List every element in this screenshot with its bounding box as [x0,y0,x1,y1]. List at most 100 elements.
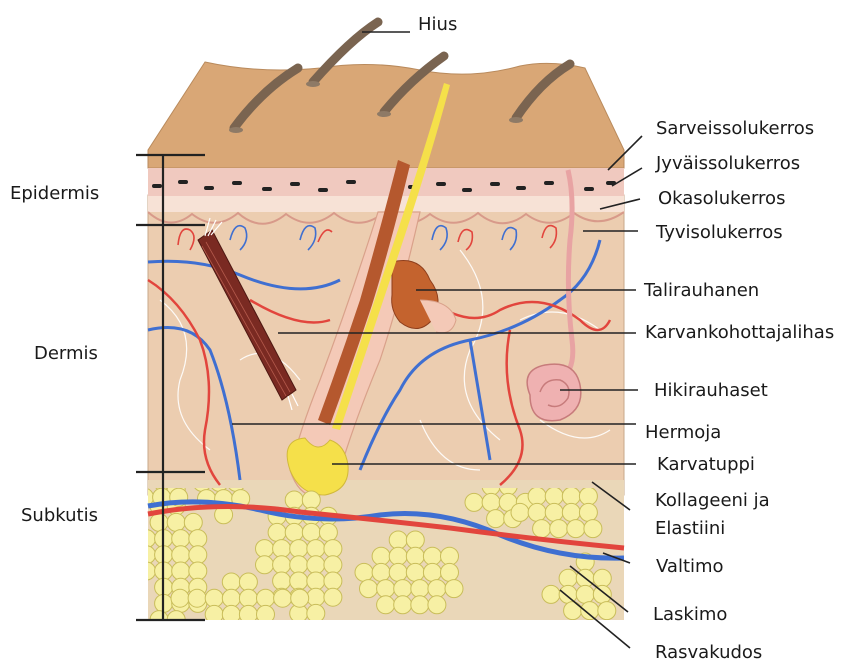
fat-cell [559,569,577,587]
fat-cell [423,547,441,565]
fat-cell [389,563,407,581]
fat-cell [222,573,240,591]
fat-cell [411,580,429,598]
fat-cell [167,513,185,531]
fat-cell [307,588,325,606]
fat-cell [562,503,580,521]
fat-cell [150,513,168,531]
fat-cell [562,487,580,505]
fat-cell [394,596,412,614]
fat-cell [256,556,274,574]
fat-cell [307,540,325,558]
fat-cell [222,605,240,623]
label-subkutis: Subkutis [21,505,98,527]
fat-cell [205,589,223,607]
fat-cell [579,487,597,505]
fat-cell [360,580,378,598]
fat-cell [319,523,337,541]
fat-cell [290,556,308,574]
fat-cell [222,589,240,607]
fat-cell [406,563,424,581]
fat-cell [257,605,275,623]
fat-cell [406,531,424,549]
fat-cell [372,563,390,581]
label-okasolukerros: Okasolukerros [658,188,785,210]
fat-cell [487,510,505,528]
fat-cell [377,580,395,598]
fat-cell [528,503,546,521]
fat-cell [307,572,325,590]
fat-cell [598,602,616,620]
fat-cell [389,531,407,549]
fat-cell [465,493,483,511]
label-epidermis: Epidermis [10,183,99,205]
fat-cell [285,523,303,541]
fat-cell [533,520,551,538]
fat-cell [389,547,407,565]
fat-cell [257,589,275,607]
fat-cell [550,520,568,538]
fat-cell [377,596,395,614]
fat-cell [423,563,441,581]
fat-cell [324,556,342,574]
label-hikirauhaset: Hikirauhaset [654,380,768,402]
fat-cell [564,602,582,620]
fat-cell [372,547,390,565]
fat-cell [576,585,594,603]
fat-cell [239,605,257,623]
fat-cell [581,602,599,620]
fat-cell [290,540,308,558]
fat-cell [256,540,274,558]
fat-cell [239,573,257,591]
fat-cell [511,503,529,521]
fat-cell [324,572,342,590]
label-kollageeni-line1: Kollageeni ja [655,490,770,512]
fat-cell [545,487,563,505]
fat-cell [584,520,602,538]
fat-cell [559,585,577,603]
fat-cell [406,547,424,565]
fat-cell [291,589,309,607]
fat-cell [239,589,257,607]
fat-cell [273,572,291,590]
fat-cell [171,589,189,607]
fat-cell [567,520,585,538]
fat-cell [394,580,412,598]
fat-cell [138,546,156,564]
label-rasvakudos: Rasvakudos [655,642,762,664]
fat-cell [205,605,223,623]
fat-cell [188,589,206,607]
fat-cell [189,530,207,548]
label-hermoja: Hermoja [645,422,721,444]
fat-cell [302,523,320,541]
fat-cell [184,513,202,531]
label-karvatuppi: Karvatuppi [657,454,755,476]
fat-cell [307,604,325,622]
fat-cell [290,572,308,590]
fat-cell [172,562,190,580]
fat-cell [273,556,291,574]
fat-cell [138,562,156,580]
label-karvankohottajalihas: Karvankohottajalihas [645,322,834,344]
fat-cell [324,540,342,558]
fat-cell [268,523,286,541]
label-sarveissolukerros: Sarveissolukerros [656,118,814,140]
fat-cell [542,585,560,603]
fat-cell [441,547,459,565]
fat-cell [355,563,373,581]
fat-cell [411,596,429,614]
fat-cell [138,530,156,548]
fat-cell [285,491,303,509]
fat-cell [324,588,342,606]
fat-cell [274,589,292,607]
fat-cell [579,503,597,521]
fat-cell [172,530,190,548]
fat-cell [307,556,325,574]
label-dermis: Dermis [34,343,98,365]
fat-cell [189,562,207,580]
fat-cell [172,546,190,564]
fat-cell [482,493,500,511]
fat-cell [545,503,563,521]
fat-cell [428,580,446,598]
